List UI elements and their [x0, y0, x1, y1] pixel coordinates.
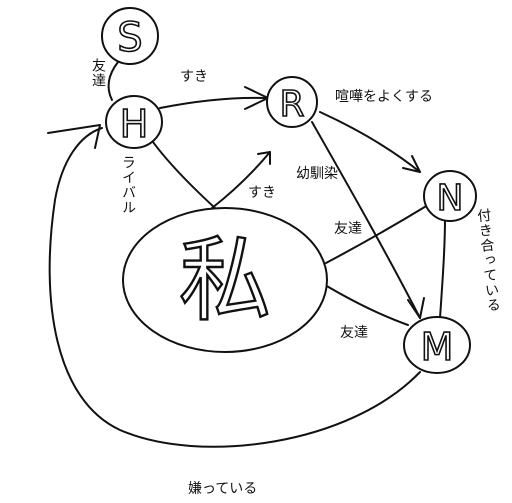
edge-label-r-n: 喧嘩をよくする	[335, 89, 433, 105]
node-me-label: 私	[179, 227, 271, 334]
node-m: M	[403, 316, 471, 374]
node-n: N	[423, 170, 477, 222]
arrowhead-m-h	[47, 124, 101, 149]
edge-n-m	[439, 217, 446, 319]
edge-me-m	[319, 281, 409, 326]
node-me: 私	[122, 207, 328, 353]
edge-r-m	[311, 121, 421, 319]
edge-label-me-m: 友達	[340, 325, 368, 341]
edge-s-h	[107, 61, 119, 101]
edge-label-r-m: 幼馴染	[296, 166, 338, 182]
edge-me-r	[211, 151, 271, 209]
edge-label-me-n: 友達	[334, 221, 362, 237]
edge-label-h-r: すき	[180, 69, 208, 85]
edge-h-me	[147, 134, 216, 209]
node-s-label: S	[117, 15, 142, 61]
edge-me-n	[325, 204, 429, 264]
node-s: S	[101, 7, 159, 65]
arrowhead-me-r	[257, 151, 271, 165]
edge-r-n	[319, 111, 421, 173]
node-h-label: H	[120, 102, 149, 146]
node-m-label: M	[421, 325, 454, 369]
node-r: R	[266, 76, 318, 128]
node-h: H	[105, 95, 163, 149]
edge-h-r	[159, 96, 269, 109]
edge-label-m-h: 嫌っている	[188, 481, 258, 497]
edge-m-h	[48, 127, 421, 448]
arrowhead-r-n	[402, 155, 421, 173]
node-r-label: R	[279, 84, 304, 125]
arrowhead-r-m	[407, 297, 425, 319]
edge-label-me-r: すき	[248, 185, 276, 201]
edge-label-h-me: ライバル	[120, 155, 136, 215]
edge-label-s-h: 友達	[90, 58, 106, 88]
node-n-label: N	[437, 178, 464, 219]
